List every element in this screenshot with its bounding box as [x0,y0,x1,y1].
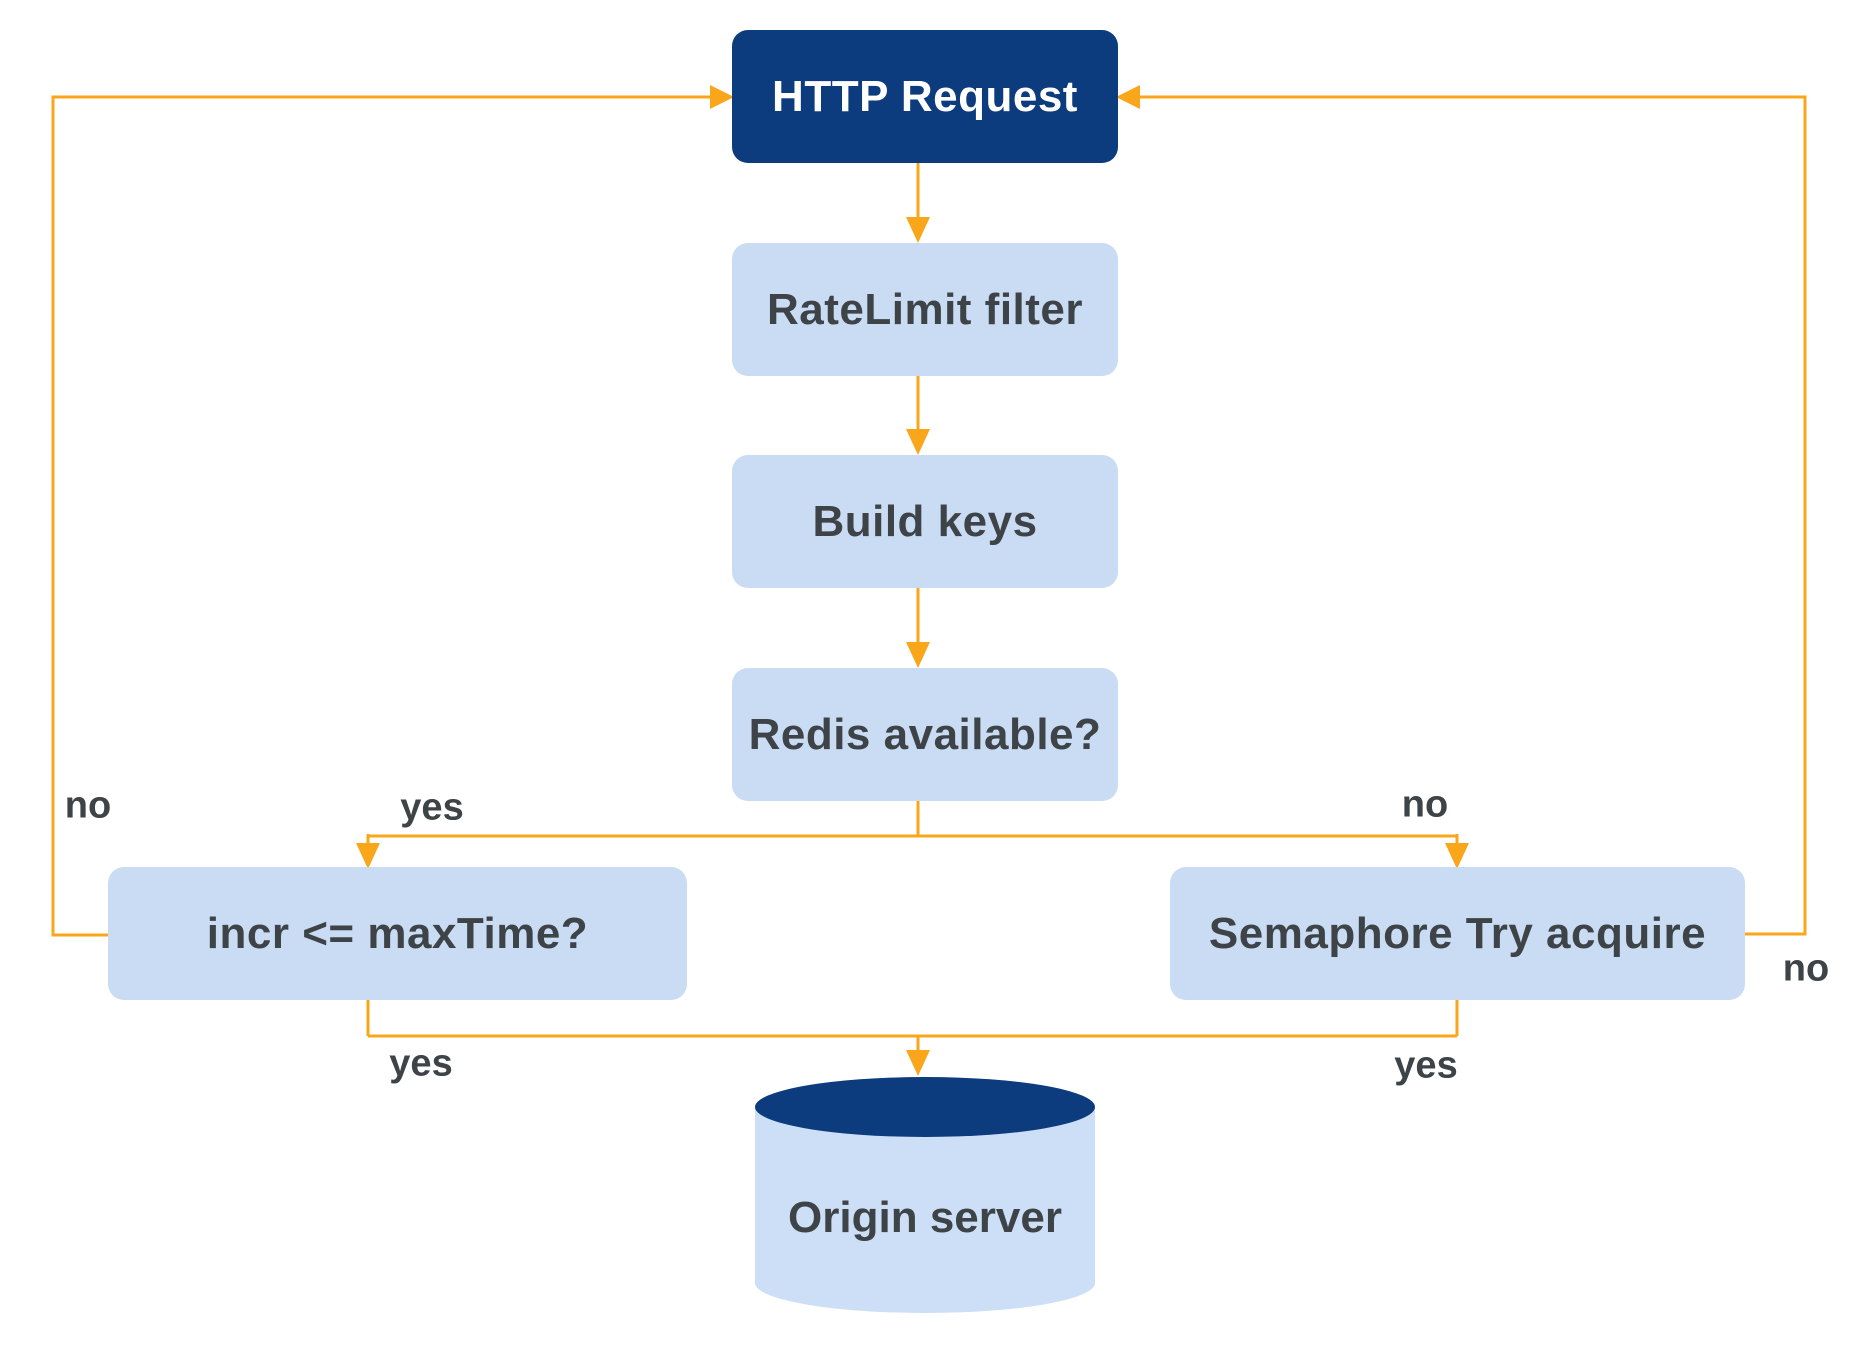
node-semaphore-try-acquire-label: Semaphore Try acquire [1208,908,1707,958]
edge-semaphore-no-loop [1116,85,1807,936]
node-http-request: HTTP Request [732,30,1118,163]
edge-buildkeys-to-redis [906,588,930,668]
edge-label-semaphore-no: no [1782,947,1830,990]
node-ratelimit-filter-label: RateLimit filter [766,284,1084,334]
node-incr-maxtime: incr <= maxTime? [108,867,687,1000]
node-redis-available: Redis available? [732,668,1118,801]
edge-yes-to-origin [366,1000,1459,1076]
edge-label-incr-yes: yes [389,1042,453,1085]
edge-incr-no-loop [51,85,734,937]
edge-label-incr-no: no [64,784,112,827]
node-http-request-label: HTTP Request [772,71,1078,121]
cylinder-top-cap [755,1077,1095,1137]
node-origin-server-label: Origin server [788,1193,1062,1242]
node-ratelimit-filter: RateLimit filter [732,243,1118,376]
edge-label-redis-no: no [1401,783,1449,826]
edge-label-semaphore-yes: yes [1394,1044,1458,1087]
node-build-keys: Build keys [732,455,1118,588]
edge-ratelimit-to-buildkeys [906,376,930,455]
node-build-keys-label: Build keys [812,496,1038,546]
node-origin-server: Origin server [755,1077,1095,1313]
cylinder-bottom-cap [755,1253,1095,1313]
node-semaphore-try-acquire: Semaphore Try acquire [1170,867,1745,1000]
edge-redis-branch [356,800,1469,869]
node-incr-maxtime-label: incr <= maxTime? [206,908,589,958]
edge-label-redis-yes: yes [400,786,464,829]
edge-http-to-ratelimit [906,163,930,243]
node-redis-available-label: Redis available? [748,709,1102,759]
